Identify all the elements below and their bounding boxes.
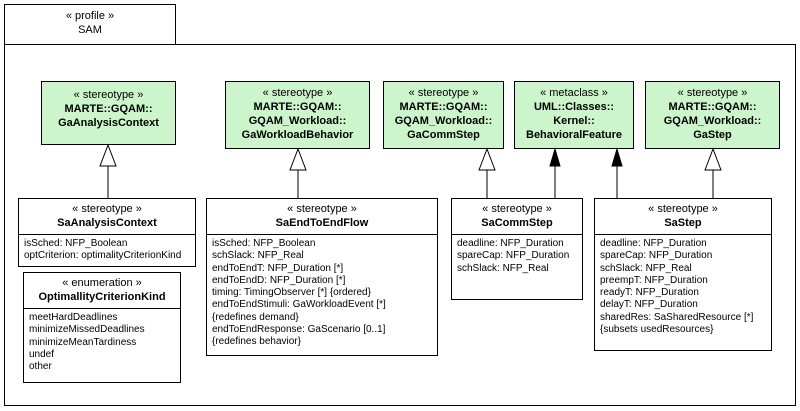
gaworkloadbehavior-box: « stereotype » MARTE::GQAM:: GQAM_Worklo… xyxy=(225,81,370,149)
optimallitycriterionkind-enum: « enumeration » OptimallityCriterionKind… xyxy=(23,272,181,383)
generalization-arrowhead xyxy=(99,143,117,167)
metaclass-keyword: « metaclass » xyxy=(540,87,608,99)
attribute: isSched: NFP_Boolean xyxy=(24,238,128,249)
class-name-line: MARTE::GQAM:: xyxy=(399,101,488,113)
stereotype-keyword: « stereotype » xyxy=(648,203,718,215)
package-name: SAM xyxy=(78,24,102,36)
class-name-line: MARTE::GQAM:: xyxy=(64,103,153,115)
literal-list: meetHardDeadlines minimizeMissedDeadline… xyxy=(24,309,180,376)
class-header: « stereotype » SaCommStep xyxy=(452,199,582,235)
stereotype-keyword: « stereotype » xyxy=(73,89,144,101)
generalization-arrowhead xyxy=(704,147,722,171)
extension-arrowhead xyxy=(611,147,623,167)
class-name: OptimallityCriterionKind xyxy=(38,291,166,303)
class-name-line: GaWorkloadBehavior xyxy=(241,129,354,141)
attribute: endToEndStimuli: GaWorkloadEvent [*] xyxy=(212,299,386,311)
attribute: readyT: NFP_Duration xyxy=(600,287,699,299)
attribute: sharedRes: SaSharedResource [*] xyxy=(600,311,754,323)
stereotype-keyword: « stereotype » xyxy=(408,87,479,99)
attribute-list: deadline: NFP_Duration spareCap: NFP_Dur… xyxy=(452,235,582,278)
class-header: « stereotype » SaStep xyxy=(595,199,771,235)
enumeration-keyword: « enumeration » xyxy=(62,277,142,289)
stereotype-keyword: « stereotype » xyxy=(72,203,142,215)
package-tab: « profile » SAM xyxy=(4,4,176,45)
class-name-line: GaAnalysisContext xyxy=(58,117,159,129)
gaanalysiscontext-box: « stereotype » MARTE::GQAM:: GaAnalysisC… xyxy=(41,81,176,145)
class-name-line: GaCommStep xyxy=(407,129,480,141)
enum-literal: undef xyxy=(29,348,55,360)
generalization-arrowhead xyxy=(289,147,307,171)
stereotype-keyword: « stereotype » xyxy=(287,203,357,215)
attribute: schSlack: NFP_Real xyxy=(212,250,304,262)
extension-arrowhead xyxy=(549,147,561,167)
class-name-line: GQAM_Workload:: xyxy=(394,115,493,127)
stereotype-keyword: « stereotype » xyxy=(482,203,552,215)
class-header: « stereotype » SaEndToEndFlow xyxy=(207,199,437,235)
attribute: endToEndT: NFP_Duration [*] xyxy=(212,262,344,274)
attribute: {redefines behavior} xyxy=(212,336,301,348)
saanalysiscontext-class: « stereotype » SaAnalysisContext isSched… xyxy=(18,198,196,267)
attribute: endToEndResponse: GaScenario [0..1] xyxy=(212,324,386,336)
sastep-class: « stereotype » SaStep deadline: NFP_Dura… xyxy=(594,198,772,351)
class-name-line: Kernel:: xyxy=(553,115,595,127)
class-name: SaStep xyxy=(664,217,702,229)
attribute: timing: TimingObserver [*] {ordered} xyxy=(212,287,371,299)
attribute-list: deadline: NFP_Duration spareCap: NFP_Dur… xyxy=(595,235,771,339)
attribute: {redefines demand} xyxy=(212,311,299,323)
enum-literal: minimizeMissedDeadlines xyxy=(29,324,145,336)
class-name: SaAnalysisContext xyxy=(57,217,157,229)
attribute: schSlack: NFP_Real xyxy=(600,262,692,274)
class-name-line: GQAM_Workload:: xyxy=(248,115,347,127)
class-header: « enumeration » OptimallityCriterionKind xyxy=(24,273,180,309)
class-name-line: BehavioralFeature xyxy=(526,129,622,141)
class-name-line: MARTE::GQAM:: xyxy=(668,101,757,113)
stereotype-keyword: « stereotype » xyxy=(262,87,333,99)
generalization-arrowhead xyxy=(478,147,496,171)
behavioralfeature-box: « metaclass » UML::Classes:: Kernel:: Be… xyxy=(514,81,634,149)
enum-literal: meetHardDeadlines xyxy=(29,312,118,323)
attribute: spareCap: NFP_Duration xyxy=(600,250,713,262)
class-header: « stereotype » SaAnalysisContext xyxy=(19,199,195,235)
attribute: spareCap: NFP_Duration xyxy=(457,250,570,262)
class-name-line: GQAM_Workload:: xyxy=(663,115,762,127)
stereotype-keyword: « stereotype » xyxy=(677,87,748,99)
attribute: {subsets usedResources} xyxy=(600,324,714,336)
class-name: SaCommStep xyxy=(481,217,553,229)
enum-literal: minimizeMeanTardiness xyxy=(29,336,137,348)
class-name-line: GaStep xyxy=(693,129,732,141)
attribute: delayT: NFP_Duration xyxy=(600,299,698,311)
attribute: deadline: NFP_Duration xyxy=(457,238,564,249)
gacommstep-box: « stereotype » MARTE::GQAM:: GQAM_Worklo… xyxy=(383,81,504,149)
attribute: preempT: NFP_Duration xyxy=(600,274,708,286)
package-keyword: « profile » xyxy=(65,10,115,22)
attribute: schSlack: NFP_Real xyxy=(457,262,549,274)
enum-literal: other xyxy=(29,361,52,373)
attribute: isSched: NFP_Boolean xyxy=(212,238,316,249)
sacommstep-class: « stereotype » SaCommStep deadline: NFP_… xyxy=(451,198,583,300)
gastep-box: « stereotype » MARTE::GQAM:: GQAM_Worklo… xyxy=(645,81,780,149)
saendtoendflow-class: « stereotype » SaEndToEndFlow isSched: N… xyxy=(206,198,438,356)
class-name-line: MARTE::GQAM:: xyxy=(253,101,342,113)
attribute-list: isSched: NFP_Boolean optCriterion: optim… xyxy=(19,235,195,266)
class-name-line: UML::Classes:: xyxy=(533,101,615,113)
attribute: endToEndD: NFP_Duration [*] xyxy=(212,274,346,286)
attribute: deadline: NFP_Duration xyxy=(600,238,707,249)
attribute: optCriterion: optimalityCriterionKind xyxy=(24,250,182,262)
attribute-list: isSched: NFP_Boolean schSlack: NFP_Real … xyxy=(207,235,437,352)
class-name: SaEndToEndFlow xyxy=(275,217,369,229)
